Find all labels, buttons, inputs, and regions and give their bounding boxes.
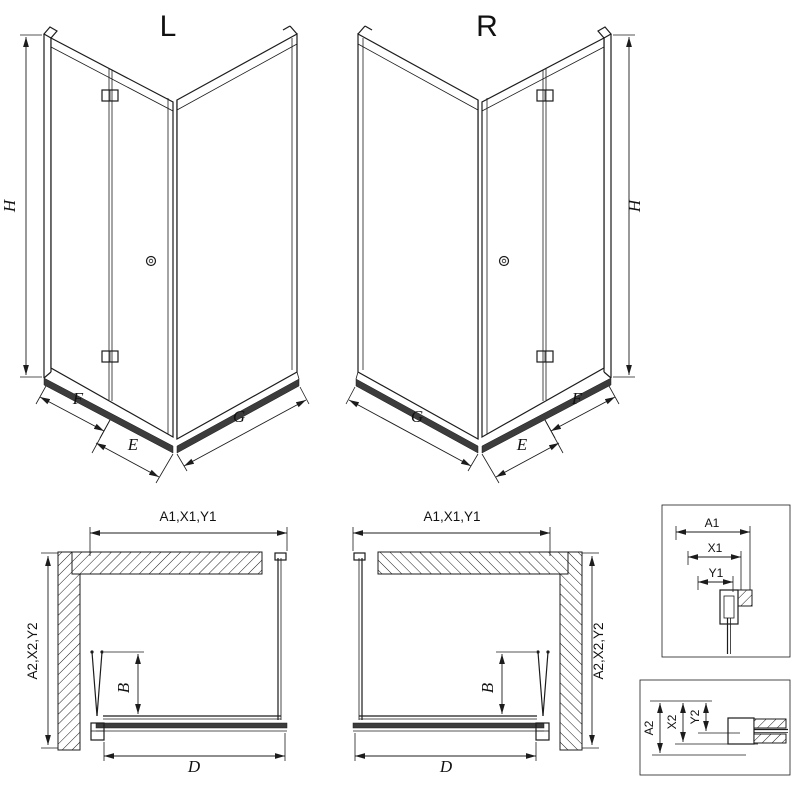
- plan-folded-leaves: [90, 650, 105, 741]
- dim-label-fixed-left: F: [72, 389, 84, 408]
- perspective-left-geometry: [20, 25, 310, 484]
- detail-y1-label: Y1: [709, 566, 724, 580]
- plan-left-geometry: [41, 527, 288, 761]
- detail-a2-label: A2: [642, 720, 656, 735]
- dim-label-side-left: G: [233, 407, 245, 426]
- plan-right-geometry: [353, 527, 599, 761]
- dim-label-fixed-right: F: [571, 389, 583, 408]
- detail-x1-label: X1: [708, 541, 723, 555]
- detail-wall-profile: A1 X1 Y1: [661, 504, 791, 658]
- plan-entry-label-left: D: [187, 757, 201, 776]
- dim-label-height-left: H: [0, 198, 19, 213]
- plan-dim-fold: [104, 651, 144, 714]
- back-wall-section: [71, 551, 263, 575]
- plan-depth-label-right: A2,X2,Y2: [591, 622, 606, 679]
- dimension-entry: [91, 419, 174, 484]
- dim-label-side-right: G: [411, 407, 423, 426]
- plan-width-label-right: A1,X1,Y1: [423, 509, 480, 524]
- dim-label-entry-left: E: [127, 435, 139, 454]
- plan-entry-label-right: D: [439, 757, 453, 776]
- dimension-height: [20, 34, 42, 378]
- side-panel: [176, 25, 298, 441]
- detail-a1-label: A1: [705, 516, 720, 530]
- plan-dim-width: [89, 527, 288, 556]
- detail-x2-label: X2: [665, 714, 679, 729]
- variant-label-left: L: [160, 10, 177, 43]
- wall-profile-section: [719, 589, 753, 654]
- threshold-profile-section: [727, 717, 788, 745]
- perspective-right-geometry: [346, 26, 635, 483]
- bifold-door-face: [50, 37, 174, 439]
- plan-fold-label-left: B: [114, 682, 133, 693]
- door-knob: [145, 255, 157, 267]
- plan-fold-label-right: B: [478, 682, 497, 693]
- side-wall-section: [57, 551, 81, 751]
- plan-side-panel: [274, 552, 287, 720]
- plan-dim-depth: [41, 552, 58, 749]
- plan-depth-label-left: A2,X2,Y2: [25, 622, 40, 679]
- plan-threshold: [95, 722, 288, 732]
- dim-label-height-right: H: [625, 198, 644, 213]
- variant-label-right: R: [476, 10, 498, 43]
- plan-dim-entry: [103, 733, 286, 761]
- plan-width-label-left: A1,X1,Y1: [159, 509, 216, 524]
- dimension-side: [176, 386, 310, 472]
- dim-label-entry-right: E: [516, 435, 528, 454]
- detail-y2-label: Y2: [688, 709, 702, 724]
- plan-door-line: [103, 715, 281, 720]
- detail-threshold-profile: A2 X2 Y2: [639, 679, 791, 776]
